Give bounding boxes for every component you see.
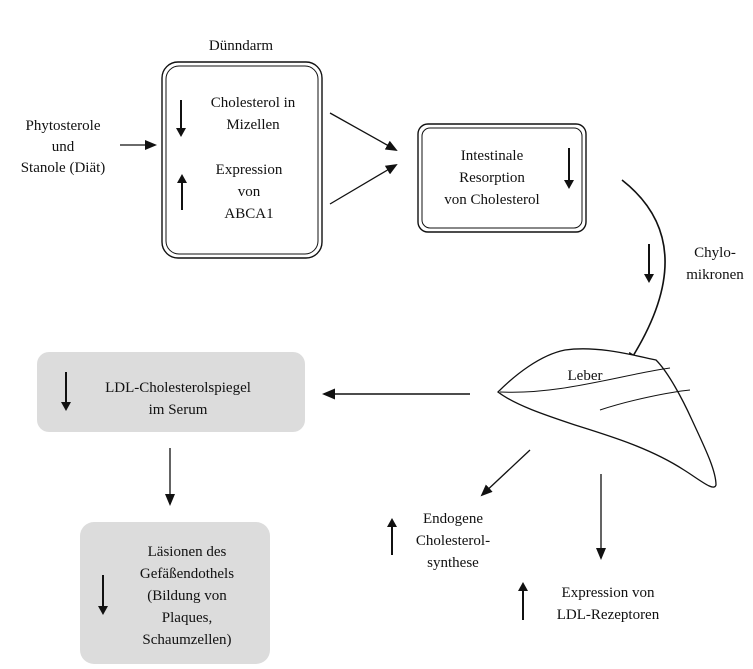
leber-label: Leber [568,368,603,384]
ldl-rezeptoren-line1: Expression von [562,585,655,601]
ldl-rezeptoren-line2: LDL-Rezeptoren [557,607,660,623]
duenndarm-box [161,61,323,259]
arrow-abca1-to-resorption [329,163,398,205]
arrow-leber-to-endogene [480,449,531,497]
down-arrow-icon [564,148,574,189]
ldl-serum-box [37,352,305,432]
intestinale-line3: von Cholesterol [444,192,539,208]
liver-icon [497,348,717,488]
up-arrow-icon [177,174,187,210]
endogene-line1: Endogene [423,511,483,527]
laesionen-line1: Läsionen des [148,544,227,560]
up-arrow-icon [387,518,397,555]
arrow-mizellen-to-resorption [329,112,398,151]
endogene-line2: Cholesterol- [416,533,490,549]
duenndarm-title: Dünndarm [209,38,273,54]
down-arrow-icon [98,575,108,615]
endogene-line3: synthese [427,555,479,571]
cholesterol-mizellen-line1: Cholesterol in [211,95,296,111]
phytosterole-line1: Phytosterole [26,118,101,134]
phytosterole-line2: und [52,139,75,155]
arrow-resorption-to-leber [621,179,666,366]
intestinale-box [417,123,587,233]
intestinale-line1: Intestinale [461,148,524,164]
phytosterole-line3: Stanole (Diät) [21,160,106,176]
laesionen-line4: Plaques, [162,610,212,626]
laesionen-box [80,522,270,664]
expression-abca1-line1: Expression [216,162,283,178]
intestinale-line2: Resorption [459,170,525,186]
ldl-serum-line1: LDL-Cholesterolspiegel [105,380,251,396]
down-arrow-icon [644,244,654,283]
down-arrow-icon [176,100,186,137]
chylomikronen-line1: Chylo- [694,245,736,261]
laesionen-line3: (Bildung von [147,588,227,604]
expression-abca1-line2: von [238,184,261,200]
expression-abca1-line3: ABCA1 [224,206,273,222]
ldl-serum-line2: im Serum [149,402,208,418]
cholesterol-mizellen-line2: Mizellen [226,117,280,133]
laesionen-line5: Schaumzellen) [142,632,231,648]
down-arrow-icon [61,372,71,411]
up-arrow-icon [518,582,528,620]
laesionen-line2: Gefäßendothels [140,566,234,582]
chylomikronen-line2: mikronen [686,267,744,283]
